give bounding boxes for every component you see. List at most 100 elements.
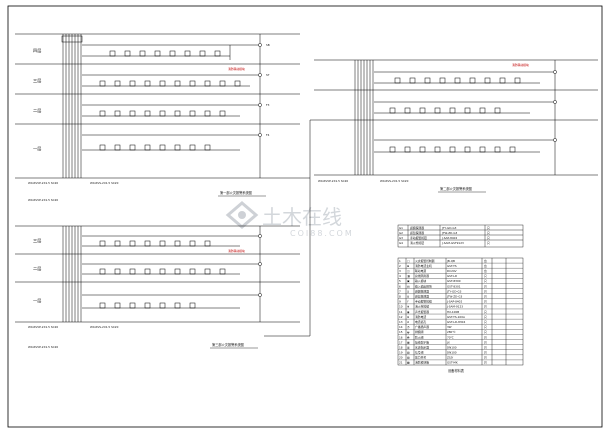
cable-spec-3b: WX-RVS-2X1.5 SC20 xyxy=(90,325,119,329)
materials-cell-no: 15 xyxy=(399,330,403,334)
materials-cell-unit: 只 xyxy=(484,335,487,339)
callout-red-3: 消防联动模块 xyxy=(228,249,245,253)
materials-cell-no: 1 xyxy=(399,259,401,263)
materials-cell-sym: Y xyxy=(407,300,409,304)
riser-label-sb: SB xyxy=(266,43,270,47)
legend-table xyxy=(397,224,524,248)
materials-cell-no: 12 xyxy=(399,315,403,319)
materials-cell-name: 输入模块 xyxy=(415,279,426,283)
branch-2c xyxy=(374,139,555,153)
materials-cell-unit: 只 xyxy=(484,325,487,329)
materials-cell-sym: ▤ xyxy=(407,284,410,288)
materials-cell-spec: J-SAP-8402 xyxy=(446,300,462,304)
materials-cell-unit: 只 xyxy=(484,300,487,304)
legend-code: G4 xyxy=(399,241,403,245)
floor-label-1: 一层 xyxy=(33,146,41,152)
materials-cell-sym: ▩ xyxy=(407,361,410,365)
materials-cell-no: 19 xyxy=(399,351,403,355)
branch-floor-4 xyxy=(82,44,260,60)
materials-cell-name: 信号阀 xyxy=(415,351,424,355)
materials-cell-no: 18 xyxy=(399,345,403,349)
floor-label-3: 三层 xyxy=(33,78,41,84)
cable-spec-2b: WX-RVS-2X1.5 SC20 xyxy=(380,179,409,183)
legend-name: 消火栓按钮 xyxy=(410,241,424,245)
materials-cell-name: 压力开关 xyxy=(415,356,426,360)
legend-spec: J-SAP-8402 xyxy=(441,236,457,240)
materials-cell-spec: JTW-ZD-G3 xyxy=(446,294,463,298)
watermark-logo-icon xyxy=(225,201,259,229)
materials-cell-name: 排烟阀 xyxy=(415,330,424,334)
materials-cell-no: 7 xyxy=(399,289,401,293)
materials-cell-sym: ◫ xyxy=(407,269,410,273)
materials-cell-unit: 台 xyxy=(484,259,487,263)
legend-unit: 只 xyxy=(487,236,490,240)
materials-cell-name: 总线隔离器 xyxy=(415,274,429,278)
legend-spec: JTW-ZD-G3 xyxy=(441,231,458,235)
cable-spec-3a: WX-RVVP-2X1.5 SC20 xyxy=(28,325,58,329)
materials-cell-spec: DN100 xyxy=(447,345,457,349)
materials-cell-unit: 只 xyxy=(484,330,487,334)
materials-cell-name: 消防模块箱 xyxy=(415,361,429,365)
legend-code: G1 xyxy=(399,226,403,230)
interconnect-trunks xyxy=(264,119,314,337)
materials-cell-spec: HX-100B xyxy=(447,310,459,314)
materials-cell-unit: 只 xyxy=(484,345,487,349)
legend-spec: J-SAM-GST9123 xyxy=(441,241,464,245)
materials-cell-spec: JTY-GD-G3 xyxy=(446,289,462,293)
system-diagram-1: 四层 三层 二层 一层 xyxy=(15,33,300,202)
floor-label-4: 四层 xyxy=(33,48,41,54)
materials-cell-name: 电话插孔 xyxy=(415,320,426,324)
materials-cell-sym: □ xyxy=(407,259,410,263)
materials-cell-no: 5 xyxy=(399,279,401,283)
materials-cell-name: 感温探测器 xyxy=(415,294,429,298)
watermark-sub: COI88.COM xyxy=(290,229,354,238)
watermark: 土木在线 COI88.COM xyxy=(225,201,354,238)
drawing-frame xyxy=(7,5,603,428)
cable-spec-1c: WX-RVVP-2X1.5 SC20 xyxy=(28,198,58,202)
materials-cell-no: 21 xyxy=(399,361,403,365)
materials-cell-no: 11 xyxy=(399,310,403,314)
materials-cell-name: 水流指示器 xyxy=(415,345,429,349)
materials-cell-name: 感烟探测器 xyxy=(415,289,429,293)
materials-cell-spec: GST-8301 xyxy=(447,284,461,288)
materials-cell-name: 声光报警器 xyxy=(415,310,429,314)
callout-red-1: 消防联动模块 xyxy=(228,67,245,71)
riser-label-f4: F4 xyxy=(266,133,270,137)
materials-cell-name: 火灾报警控制器 xyxy=(415,259,435,263)
materials-cell-sym: ⊘ xyxy=(407,320,409,324)
materials-cell-unit: 只 xyxy=(484,294,487,298)
legend-unit: 只 xyxy=(487,231,490,235)
cable-spec-1b: WX-RVS-2X1.5 SC20 xyxy=(90,181,119,185)
materials-cell-spec: GST-TS-100A xyxy=(447,315,465,319)
branch-2a xyxy=(374,71,555,84)
materials-cell-spec: GST-TS xyxy=(447,264,457,268)
materials-cell-unit: 只 xyxy=(484,310,487,314)
legend-name: 手动报警按钮 xyxy=(410,236,427,240)
materials-cell-spec: GST-MK xyxy=(447,361,458,365)
materials-cell-no: 16 xyxy=(399,335,403,339)
cable-spec-2a: WX-RVVP-2X1.5 SC20 xyxy=(318,179,348,183)
materials-cell-sym: ▣ xyxy=(407,279,410,283)
legend-code: G2 xyxy=(399,231,403,235)
materials-cell-spec: DC24V xyxy=(447,269,457,273)
materials-cell-name: 广播扬声器 xyxy=(415,325,429,329)
materials-cell-sym: ⊕ xyxy=(407,305,409,309)
materials-cell-no: 20 xyxy=(399,356,403,360)
materials-cell-unit: 只 xyxy=(484,274,487,278)
materials-cell-spec: GST-LD xyxy=(447,274,457,278)
materials-cell-sym: ◉ xyxy=(407,310,410,314)
materials-cell-sym: ◒ xyxy=(407,330,410,334)
legend-unit: 只 xyxy=(487,241,490,245)
materials-table-lines xyxy=(398,262,523,361)
terminals-3 xyxy=(258,226,262,322)
materials-cell-name: 手动报警按钮 xyxy=(415,300,432,304)
materials-cell-name: 防火阀 xyxy=(415,335,424,339)
materials-cell-no: 10 xyxy=(399,305,403,309)
materials-cell-no: 4 xyxy=(399,274,401,278)
branch-floor-3 xyxy=(82,74,260,87)
branch-3a xyxy=(82,235,260,247)
legend-name: 感温探测器 xyxy=(410,231,424,235)
materials-cell-no: 2 xyxy=(399,264,401,268)
